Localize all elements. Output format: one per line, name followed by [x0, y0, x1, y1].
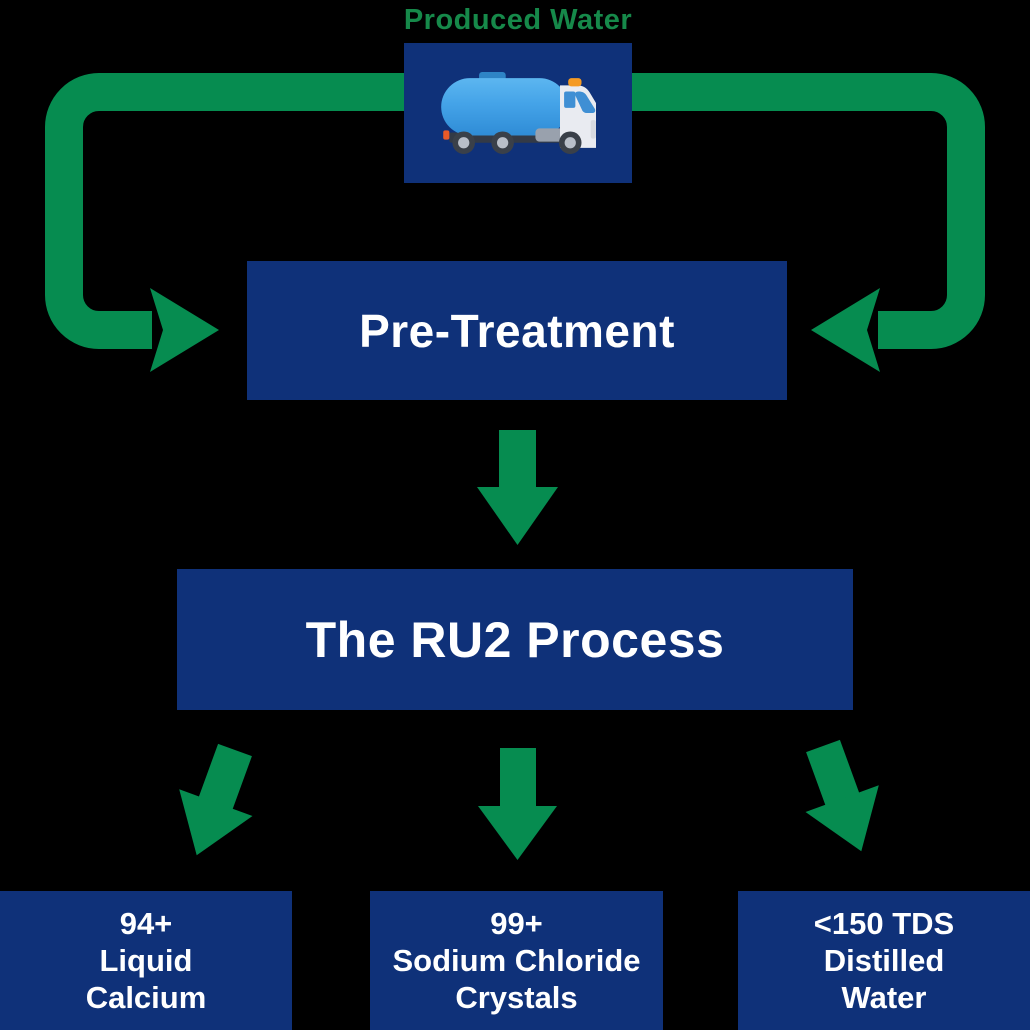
- down-arrowhead-icon: [477, 487, 558, 545]
- output-line: Liquid: [99, 943, 193, 978]
- output-line: Water: [841, 980, 927, 1015]
- down-right-arrowhead-icon: [805, 785, 879, 852]
- node-liquid-calcium: 94+ Liquid Calcium: [0, 891, 292, 1030]
- output-line: 99+: [490, 906, 543, 941]
- left-loop-arrow: [45, 73, 412, 349]
- tanker-truck-icon: [441, 72, 596, 154]
- output-line: Sodium Chloride: [392, 943, 641, 978]
- output-line: <150 TDS: [813, 906, 955, 941]
- diagram-title: Produced Water: [403, 4, 633, 36]
- down-left-arrowhead-icon: [179, 789, 253, 856]
- node-ru2-process: The RU2 Process: [177, 569, 853, 710]
- pre-treatment-label: Pre-Treatment: [359, 304, 675, 357]
- down-arrow-2-shaft: [500, 748, 536, 808]
- down-left-arrow-shaft: [198, 743, 252, 811]
- down-right-arrow: [805, 739, 879, 852]
- left-loop-arrowhead-icon: [150, 288, 219, 372]
- right-loop-arrowhead-icon: [811, 288, 880, 372]
- output-line: 94+: [119, 906, 173, 941]
- output-line: Crystals: [455, 980, 578, 1015]
- node-sodium-chloride-crystals: 99+ Sodium Chloride Crystals: [370, 891, 663, 1030]
- node-pre-treatment: Pre-Treatment: [247, 261, 787, 400]
- node-distilled-water: <150 TDS Distilled Water: [738, 891, 1030, 1030]
- down-right-arrow-shaft: [806, 739, 860, 807]
- ru2-process-label: The RU2 Process: [305, 611, 725, 668]
- down-arrow-shaft: [499, 430, 536, 490]
- down-left-arrow: [179, 743, 253, 856]
- node-produced-water: [404, 43, 632, 183]
- output-line: Distilled: [823, 943, 945, 978]
- down-arrowhead-2-icon: [478, 806, 557, 860]
- right-loop-arrow: [618, 73, 985, 349]
- output-line: Calcium: [85, 980, 207, 1015]
